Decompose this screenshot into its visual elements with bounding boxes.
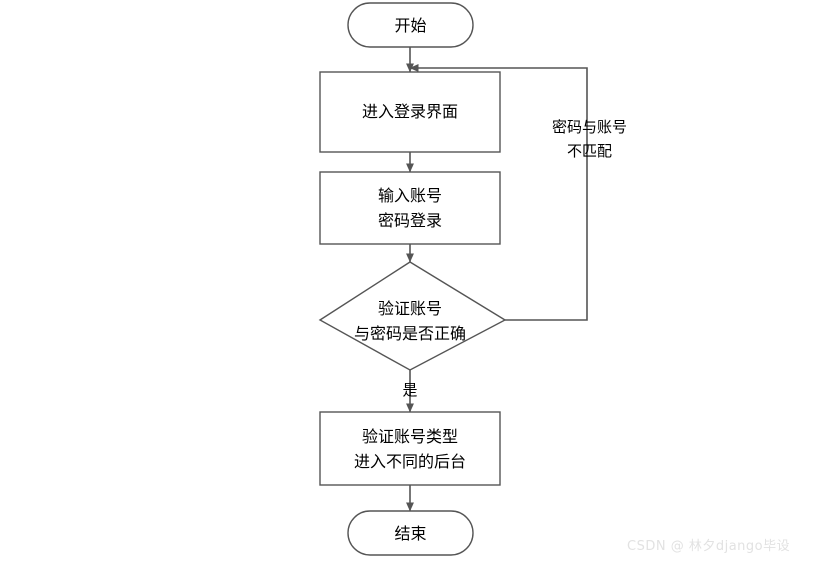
node-enter-credentials-label: 输入账号 密码登录 [320,183,500,233]
node-account-type-label: 验证账号类型 进入不同的后台 [320,424,500,474]
node-start-label: 开始 [394,16,427,35]
edge-label-loopback: 密码与账号 不匹配 [512,115,667,163]
node-end-label: 结束 [394,524,427,543]
node-login-screen-shape [319,71,501,153]
node-verify-decision-line-2: 与密码是否正确 [353,324,466,343]
node-account-type-line-2: 进入不同的后台 [353,452,466,471]
node-enter-credentials-line-1: 输入账号 [377,186,442,205]
node-login-screen-label: 进入登录界面 [361,102,458,121]
node-enter-credentials-line-2: 密码登录 [377,211,442,230]
node-account-type-line-1: 验证账号类型 [361,427,458,446]
csdn-watermark: CSDN @ 林夕django毕设 [627,539,791,554]
edge-decision-loopback [409,64,588,321]
edge-label-decision-yes: 是 [402,381,418,399]
edge-label-loopback-line-1: 密码与账号 [551,118,627,136]
edge-label-loopback-line-2: 不匹配 [566,142,612,160]
node-verify-decision-label: 验证账号 与密码是否正确 [285,296,535,346]
node-verify-decision-line-1: 验证账号 [377,299,442,318]
